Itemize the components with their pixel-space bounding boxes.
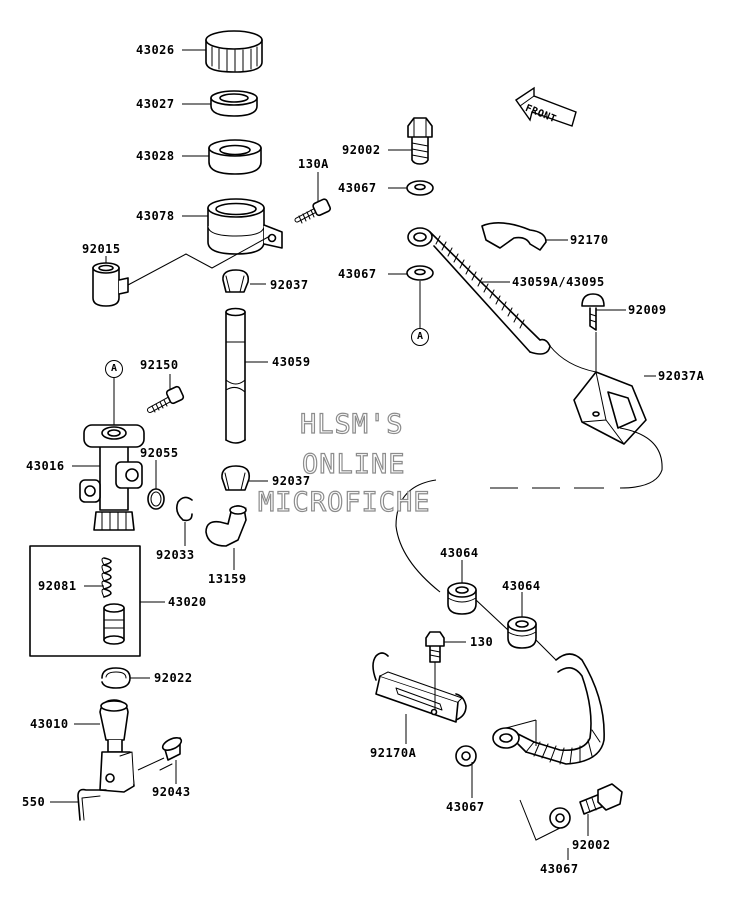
hose-bracket-icon — [372, 652, 467, 723]
part-43078[interactable]: 43078 — [136, 209, 175, 223]
reservoir-cap-icon — [205, 30, 263, 73]
part-92037a[interactable]: 92037A — [658, 369, 705, 383]
part-550[interactable]: 550 — [22, 795, 46, 809]
part-43059[interactable]: 43059 — [272, 355, 311, 369]
part-92037-top[interactable]: 92037 — [270, 278, 309, 292]
part-43067-a[interactable]: 43067 — [338, 181, 377, 195]
part-43064-a[interactable]: 43064 — [440, 546, 479, 560]
part-92043[interactable]: 92043 — [152, 785, 191, 799]
part-43059a-43095[interactable]: 43059A/43095 — [512, 275, 605, 289]
brake-hose-upper-icon — [407, 227, 551, 355]
piston-icon — [103, 603, 125, 645]
part-43067-d[interactable]: 43067 — [540, 862, 579, 876]
spring-icon — [101, 557, 112, 598]
part-43028[interactable]: 43028 — [136, 149, 175, 163]
part-43064-b[interactable]: 43064 — [502, 579, 541, 593]
part-92015[interactable]: 92015 — [82, 242, 121, 256]
hose-clamp-bottom-icon — [221, 465, 251, 491]
diaphragm-plate-icon — [210, 90, 258, 117]
part-92170[interactable]: 92170 — [570, 233, 609, 247]
diaphragm-icon — [208, 139, 262, 175]
hose-guide-icon — [573, 371, 647, 445]
watermark-line-3: MICROFICHE — [257, 487, 431, 518]
piston-kit-frame — [29, 545, 141, 657]
part-92033[interactable]: 92033 — [156, 548, 195, 562]
clevis-pin-icon — [159, 737, 183, 771]
bolt-130a-icon — [294, 198, 332, 224]
part-92022[interactable]: 92022 — [154, 671, 193, 685]
hose-clip-icon — [481, 222, 547, 251]
sealing-washer-lower-a-icon — [455, 745, 477, 767]
part-92055[interactable]: 92055 — [140, 446, 179, 460]
grommet-upper-icon — [447, 582, 477, 615]
part-43026[interactable]: 43026 — [136, 43, 175, 57]
part-43027[interactable]: 43027 — [136, 97, 175, 111]
part-43010[interactable]: 43010 — [30, 717, 69, 731]
sealing-washer-middle-icon — [406, 265, 434, 281]
master-cylinder-body-icon — [79, 424, 145, 531]
part-92002-bottom[interactable]: 92002 — [572, 838, 611, 852]
banjo-bolt-lower-icon — [579, 783, 623, 815]
part-43016[interactable]: 43016 — [26, 459, 65, 473]
hose-routing — [395, 427, 663, 661]
reference-a-right: A — [411, 328, 429, 346]
part-92002-top[interactable]: 92002 — [342, 143, 381, 157]
part-13159[interactable]: 13159 — [208, 572, 247, 586]
leader-lines — [50, 49, 656, 860]
watermark-line-2: ONLINE — [301, 449, 406, 480]
part-43020[interactable]: 43020 — [168, 595, 207, 609]
part-92170a[interactable]: 92170A — [370, 746, 417, 760]
reference-a-left: A — [105, 360, 123, 378]
banjo-bolt-upper-icon — [407, 117, 433, 165]
screw-icon — [581, 293, 605, 331]
reservoir-body-icon — [207, 198, 283, 255]
circlip-icon — [176, 496, 193, 522]
sealing-washer-lower-b-icon — [549, 807, 571, 829]
brake-hose-lower-icon — [492, 653, 605, 765]
part-130[interactable]: 130 — [470, 635, 494, 649]
part-130a[interactable]: 130A — [298, 157, 329, 171]
cotter-pin-icon — [77, 788, 107, 821]
push-rod-icon — [99, 699, 135, 793]
part-43067-b[interactable]: 43067 — [338, 267, 377, 281]
bushing-icon — [92, 262, 129, 307]
elbow-fitting-icon — [205, 505, 247, 547]
sealing-washer-upper-icon — [406, 180, 434, 196]
front-arrow-icon — [515, 86, 577, 127]
part-43067-c[interactable]: 43067 — [446, 800, 485, 814]
part-92009[interactable]: 92009 — [628, 303, 667, 317]
banjo-bolt-icon — [147, 385, 185, 413]
reservoir-hose-icon — [225, 307, 246, 444]
hose-clamp-top-icon — [222, 269, 250, 293]
grommet-lower-icon — [507, 616, 537, 649]
part-92037-bottom[interactable]: 92037 — [272, 474, 311, 488]
part-92081[interactable]: 92081 — [38, 579, 77, 593]
watermark-line-1: HLSM'S — [299, 409, 404, 440]
part-92150[interactable]: 92150 — [140, 358, 179, 372]
bolt-130-icon — [425, 631, 445, 663]
